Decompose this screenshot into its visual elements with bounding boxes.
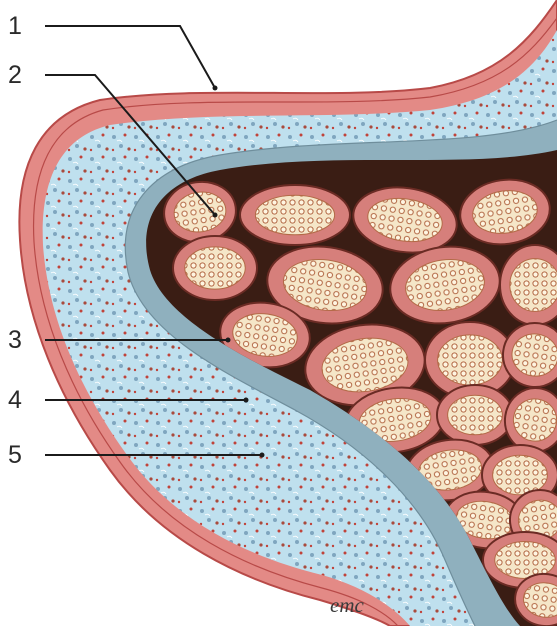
callout-label-5: 5 — [8, 441, 22, 469]
leader-dot-4 — [244, 398, 249, 403]
callout-label-2: 2 — [8, 61, 22, 89]
fascicle — [437, 385, 513, 445]
callout-label-1: 1 — [8, 12, 22, 40]
leader-dot-2 — [213, 213, 218, 218]
fascicle — [240, 185, 350, 245]
leader-dot-5 — [260, 453, 265, 458]
callout-label-4: 4 — [8, 386, 22, 414]
leader-line-1 — [45, 26, 215, 88]
leader-dot-3 — [226, 338, 231, 343]
callout-label-3: 3 — [8, 326, 22, 354]
fascicle — [173, 236, 257, 300]
leader-dot-1 — [213, 86, 218, 91]
publisher-signature: emc — [330, 593, 364, 617]
